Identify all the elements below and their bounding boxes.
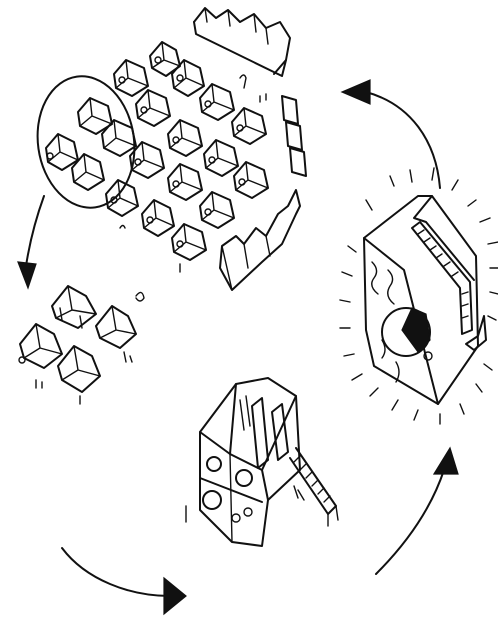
arrow-single-to-village bbox=[342, 80, 440, 188]
house-grid bbox=[46, 42, 306, 290]
house bbox=[106, 180, 138, 216]
house bbox=[200, 192, 234, 228]
house bbox=[96, 306, 136, 348]
house bbox=[168, 120, 202, 156]
house bbox=[114, 60, 148, 96]
house bbox=[200, 84, 234, 120]
small-house-group bbox=[19, 286, 144, 404]
glowing-single-house bbox=[340, 168, 498, 424]
arrow-stacked-to-single bbox=[376, 448, 458, 574]
house bbox=[58, 346, 100, 392]
house bbox=[168, 164, 202, 200]
glow-rays bbox=[340, 168, 498, 424]
house bbox=[234, 162, 268, 198]
staircase bbox=[290, 448, 338, 526]
roof-strip bbox=[194, 8, 290, 76]
arrow-group-to-stacked bbox=[62, 548, 186, 614]
house bbox=[46, 134, 78, 170]
house bbox=[142, 200, 174, 236]
house bbox=[172, 224, 206, 260]
stacked-column bbox=[282, 96, 306, 176]
stacked-house bbox=[186, 378, 338, 546]
house bbox=[232, 108, 266, 144]
village-cluster bbox=[29, 8, 306, 290]
arrow-village-to-group bbox=[18, 196, 44, 288]
house bbox=[136, 90, 170, 126]
house bbox=[204, 140, 238, 176]
house bbox=[52, 286, 96, 328]
house bbox=[19, 324, 62, 368]
